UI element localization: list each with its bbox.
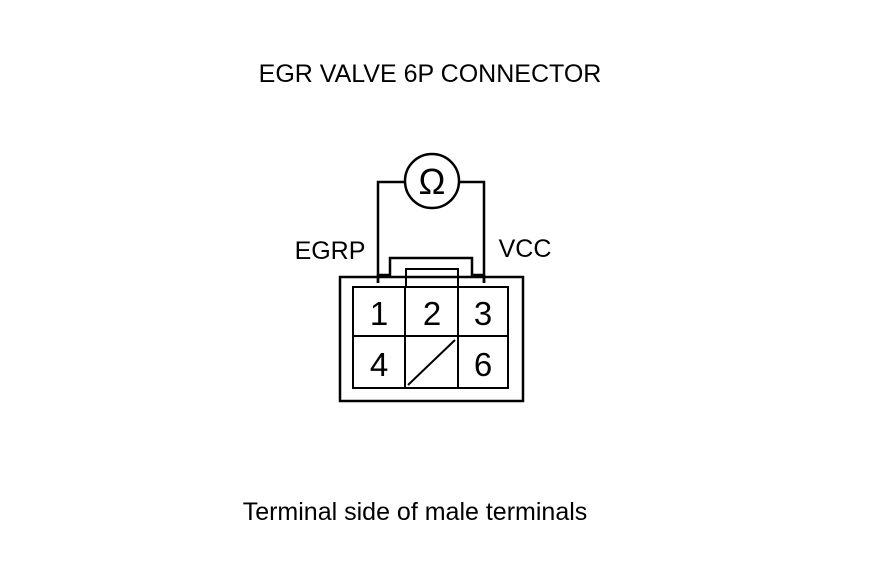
diagram-title: EGR VALVE 6P CONNECTOR bbox=[259, 60, 602, 88]
probe-label-vcc: VCC bbox=[499, 235, 552, 263]
probe-lead-left bbox=[376, 180, 405, 283]
diagram-caption: Terminal side of male terminals bbox=[243, 498, 588, 526]
terminal-number-2: 2 bbox=[423, 295, 441, 332]
ohm-symbol: Ω bbox=[419, 161, 446, 202]
unused-cavity-slash bbox=[407, 339, 456, 386]
terminal-number-1: 1 bbox=[370, 295, 388, 332]
terminal-number-4: 4 bbox=[370, 346, 388, 383]
connector-lock-tab bbox=[376, 256, 486, 283]
terminal-number-6: 6 bbox=[474, 346, 492, 383]
probe-lead-right bbox=[459, 180, 486, 283]
connector-housing-outer bbox=[338, 275, 525, 403]
probe-label-egrp: EGRP bbox=[295, 237, 366, 265]
connector-lock-latch bbox=[405, 268, 459, 288]
terminal-number-3: 3 bbox=[474, 295, 492, 332]
